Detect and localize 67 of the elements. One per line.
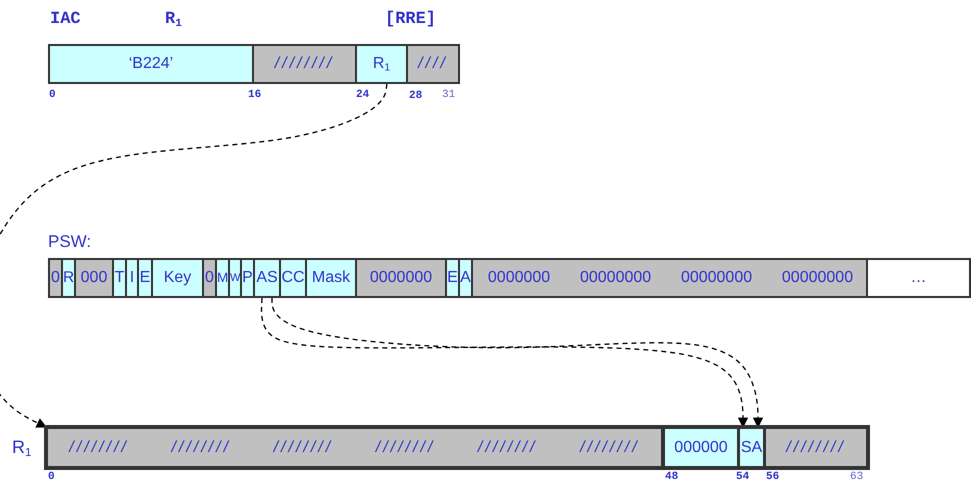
- register-name: PSW:: [48, 232, 92, 252]
- bit-position: 0: [48, 471, 55, 481]
- bit-position: 28: [409, 90, 422, 102]
- field-value: 0: [205, 270, 214, 286]
- bit-position: 31: [442, 89, 456, 101]
- field-value: CC: [281, 270, 305, 286]
- field-value: ‘B224’: [128, 56, 174, 72]
- field-value: P: [242, 270, 253, 286]
- field-value: R: [63, 270, 74, 286]
- bit-field: [406, 44, 460, 84]
- bit-field: [764, 427, 868, 468]
- bit-field: [355, 258, 447, 298]
- field-value: 00000000: [680, 270, 752, 286]
- field-value: E: [140, 270, 150, 286]
- field-value: SA: [740, 440, 762, 456]
- field-value: 0000000: [488, 270, 550, 286]
- field-value: A: [460, 270, 471, 286]
- field-value: Mask: [312, 270, 350, 286]
- field-value: 000: [80, 270, 108, 286]
- field-value: 00000000: [782, 270, 854, 286]
- bit-field: [253, 258, 281, 298]
- field-value: 000000: [674, 440, 728, 456]
- bit-position: 0: [49, 89, 56, 101]
- register-bar: [46, 427, 868, 468]
- bit-field: [355, 44, 408, 84]
- bit-field: [866, 258, 971, 298]
- bit-field: [738, 427, 765, 468]
- bit-position: 48: [665, 471, 678, 481]
- field-value: E: [447, 270, 458, 286]
- field-value: ////: [418, 56, 448, 72]
- bit-position: 16: [248, 89, 262, 101]
- field-value: W: [230, 272, 240, 284]
- field-value: ////////: [786, 440, 846, 456]
- field-value: ////////: [376, 440, 436, 456]
- instruction-header: IAC: [50, 10, 81, 29]
- field-value: ////////: [171, 440, 232, 456]
- bit-field: [663, 427, 739, 468]
- field-value: ////////: [69, 440, 129, 456]
- bit-field: [252, 44, 357, 84]
- bit-field: [305, 258, 357, 298]
- dashed-arrow: [0, 84, 388, 428]
- field-value: …: [910, 270, 926, 286]
- field-value: ////////: [274, 56, 334, 72]
- field-value: T: [114, 270, 124, 286]
- field-value: ////////: [580, 440, 640, 456]
- field-value: AS: [256, 270, 278, 286]
- bit-field: [279, 258, 307, 298]
- field-value: ////////: [478, 440, 538, 456]
- bit-position: 54: [736, 471, 750, 481]
- field-value: 0000000: [370, 270, 432, 286]
- field-value: 00000000: [580, 270, 652, 286]
- instruction-header: [RRE]: [385, 10, 436, 29]
- bit-position: 56: [766, 471, 780, 481]
- field-value: Key: [164, 270, 192, 286]
- field-value: ////////: [274, 440, 334, 456]
- bit-field: [46, 427, 663, 468]
- field-value: I: [130, 270, 134, 286]
- instruction-header: R$_{1}$: [165, 10, 182, 29]
- field-value: R$_{1}$: [372, 56, 390, 72]
- bit-position: 24: [356, 89, 370, 101]
- register-name: R$_{1}$: [12, 437, 32, 458]
- field-value: 0: [51, 270, 60, 286]
- field-value: M: [217, 271, 228, 285]
- bit-field: [48, 44, 254, 84]
- bit-position: 63: [850, 471, 864, 481]
- bit-field: [74, 258, 114, 298]
- bit-field: [151, 258, 204, 298]
